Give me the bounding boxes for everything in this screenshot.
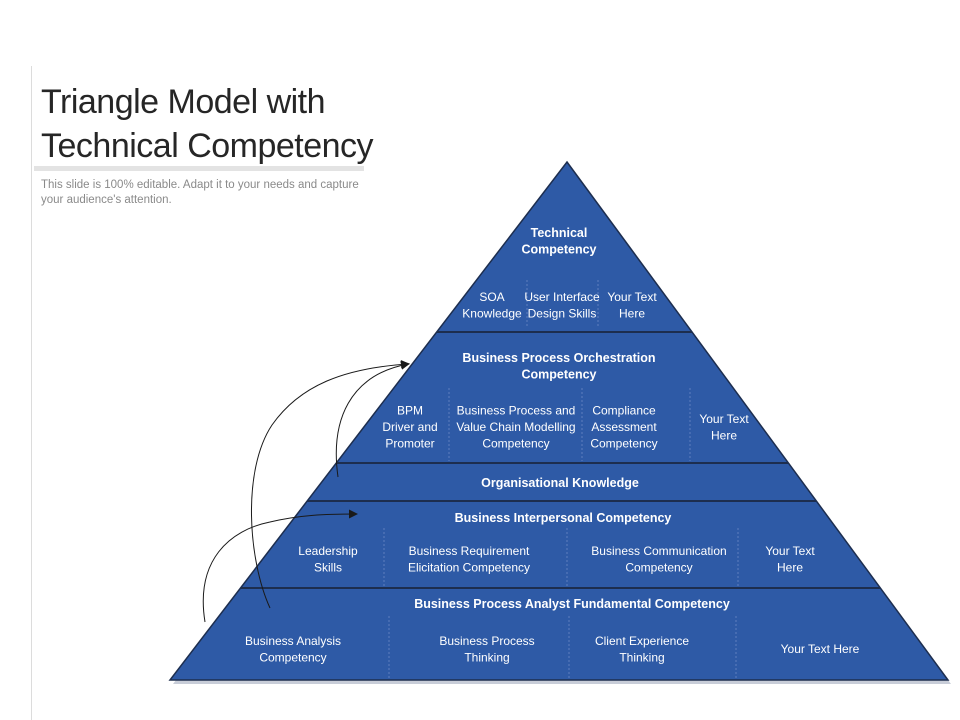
title-underline [34,166,364,171]
arrow-curve-left [250,359,410,609]
tier-5-cell-4: Your Text Here [781,642,860,656]
arrow-curve-middle [335,360,410,478]
tier-5-title: Business Process Analyst Fundamental Com… [414,597,730,611]
pyramid-body [168,160,950,681]
title-line-1: Triangle Model with [41,83,326,121]
tier-4-title: Business Interpersonal Competency [455,511,672,525]
tier-3-title: Organisational Knowledge [481,476,639,490]
left-divider-line [31,66,32,720]
title-line-2: Technical Competency [41,127,374,165]
arrow-curve-right [202,509,358,623]
slide-subtitle: This slide is 100% editable. Adapt it to… [41,179,359,206]
slide-title: Triangle Model with Technical Competency [41,80,381,168]
